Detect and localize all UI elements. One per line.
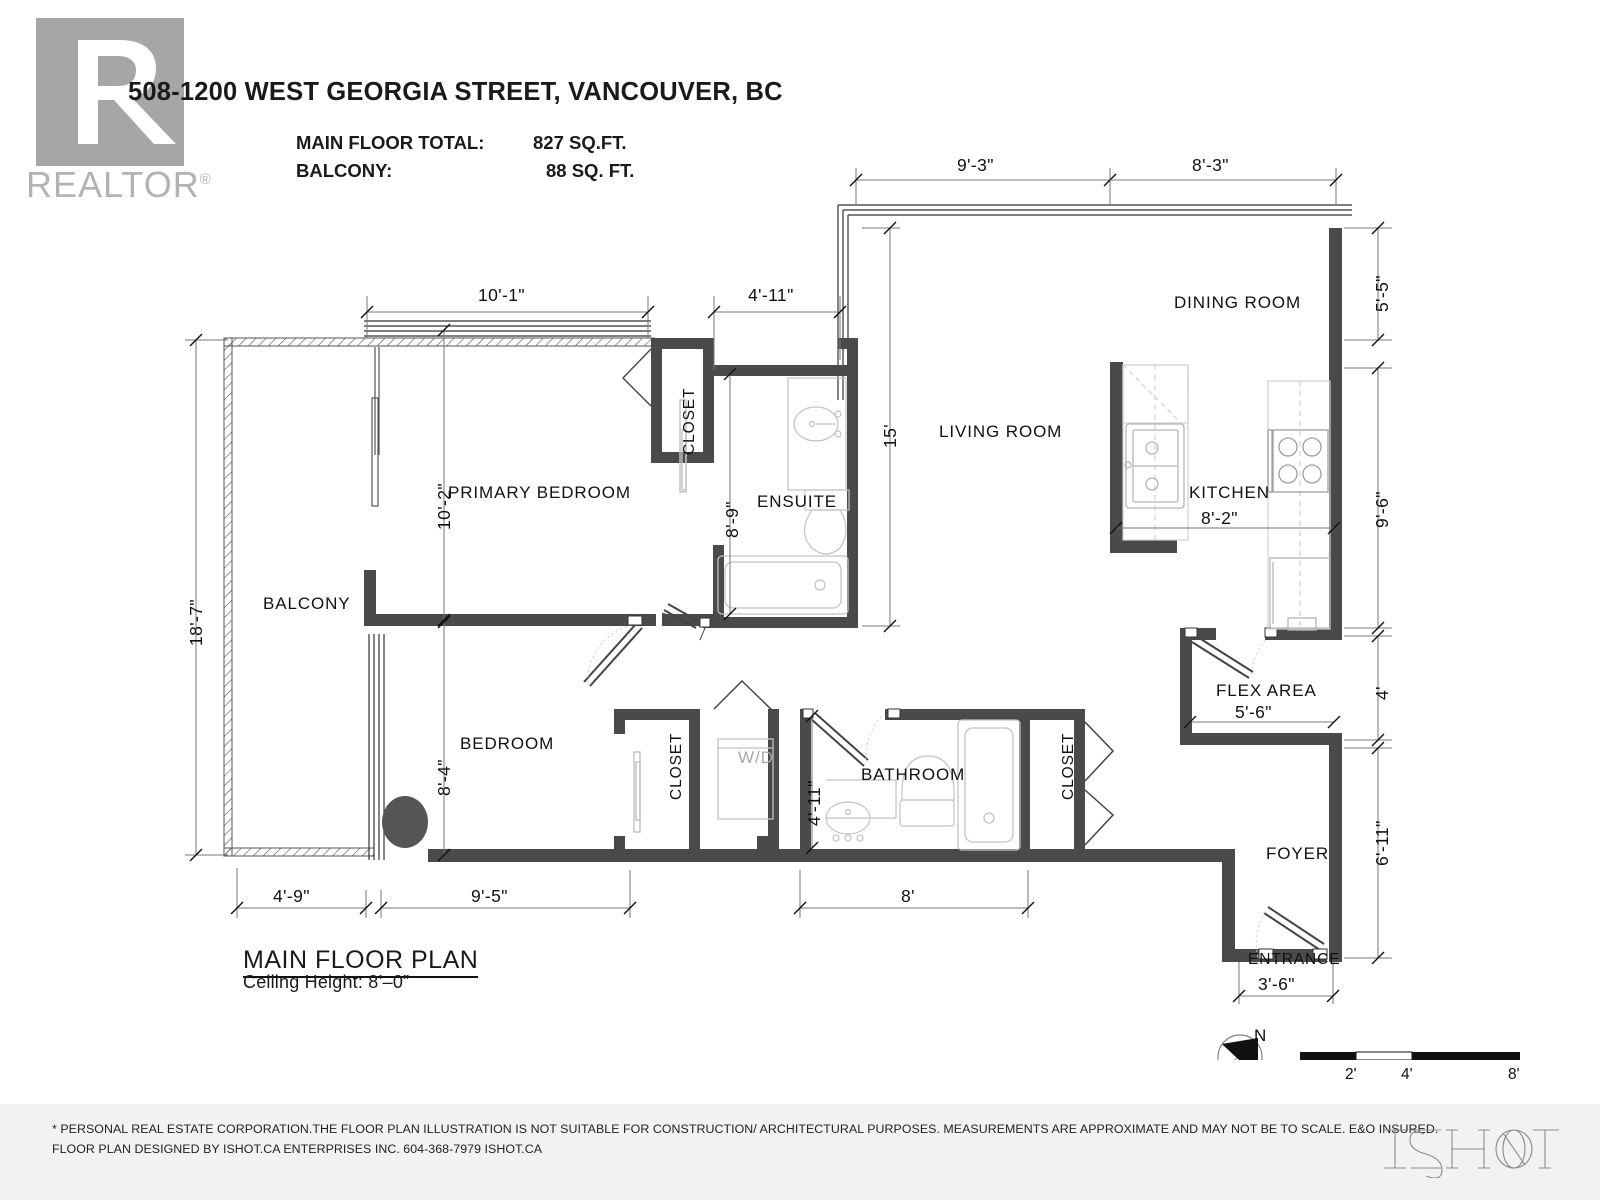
room-label-kitchen: KITCHEN bbox=[1189, 483, 1270, 502]
dim-entrance-width: 3'-6" bbox=[1258, 974, 1295, 994]
dim-right-kitchen: 9'-6" bbox=[1372, 491, 1392, 528]
dim-flex-width: 5'-6" bbox=[1235, 702, 1272, 722]
ensuite-sink-icon bbox=[787, 377, 847, 491]
footer-disclaimer: * PERSONAL REAL ESTATE CORPORATION.THE F… bbox=[52, 1122, 1439, 1136]
kitchen-range-icon bbox=[1267, 429, 1329, 493]
ishot-logo bbox=[1384, 1129, 1559, 1178]
dim-top-dining: 8'-3" bbox=[1192, 155, 1229, 175]
scale-tick-8ft: 8' bbox=[1508, 1066, 1520, 1083]
balcony-slider-primary bbox=[371, 347, 380, 507]
dim-bottom-bath: 8' bbox=[901, 886, 915, 906]
window-wall-bedroom bbox=[368, 634, 385, 860]
room-label-closet-hall: CLOSET bbox=[1060, 732, 1077, 800]
footer-bar bbox=[0, 1104, 1600, 1200]
balcony-total-label: BALCONY: bbox=[296, 160, 393, 181]
room-label-primary-bedroom: PRIMARY BEDROOM bbox=[448, 483, 631, 502]
bedroom-column bbox=[382, 796, 428, 848]
main-floor-total-value: 827 SQ.FT. bbox=[533, 132, 627, 153]
realtor-r-icon bbox=[78, 40, 176, 144]
page-title: 508-1200 WEST GEORGIA STREET, VANCOUVER,… bbox=[128, 78, 783, 106]
room-label-closet-bedroom: CLOSET bbox=[668, 732, 685, 800]
washer-dryer-icon bbox=[717, 738, 774, 820]
room-label-closet-primary: CLOSET bbox=[681, 387, 698, 455]
scale-bar bbox=[1300, 1051, 1520, 1060]
dim-right-foyer: 6'-11" bbox=[1372, 820, 1392, 866]
north-label: N bbox=[1254, 1026, 1267, 1045]
realtor-logo: REALTOR® bbox=[26, 18, 211, 208]
scale-tick-4ft: 4' bbox=[1401, 1066, 1413, 1083]
balcony-outline bbox=[223, 337, 655, 857]
dim-bath-width: 4'-11" bbox=[804, 780, 824, 826]
door-swing-group bbox=[583, 348, 1325, 958]
north-arrow-icon bbox=[1217, 1034, 1263, 1060]
dim-top-ensuite: 4'-11" bbox=[748, 285, 794, 305]
ensuite-toilet-icon bbox=[803, 489, 850, 555]
kitchen-sink-icon bbox=[1124, 423, 1185, 509]
ensuite-tub-icon bbox=[717, 555, 849, 615]
footer-credit: FLOOR PLAN DESIGNED BY ISHOT.CA ENTERPRI… bbox=[52, 1142, 543, 1156]
scale-tick-2ft: 2' bbox=[1345, 1066, 1357, 1083]
dim-right-top: 5'-5" bbox=[1372, 275, 1392, 312]
dim-ensuite-width: 8'-9" bbox=[722, 501, 742, 538]
dim-left-overall: 18'-7" bbox=[186, 599, 206, 646]
dim-top-primary: 10'-1" bbox=[478, 285, 525, 305]
bathroom-toilet-icon bbox=[899, 755, 955, 827]
window-wall-primary bbox=[364, 320, 651, 337]
kitchen-fridge-icon bbox=[1269, 557, 1331, 631]
dim-living-depth: 15' bbox=[880, 423, 900, 448]
dimension-lines bbox=[185, 168, 1392, 1004]
room-label-flex-area: FLEX AREA bbox=[1216, 681, 1317, 700]
bathroom-sink-icon bbox=[825, 779, 897, 842]
dim-top-living: 9'-3" bbox=[957, 155, 994, 175]
floor-plan-drawing bbox=[185, 168, 1520, 1060]
room-label-bedroom: BEDROOM bbox=[460, 734, 555, 753]
room-label-entrance: ENTRANCE bbox=[1248, 951, 1341, 968]
door-jamb-group bbox=[627, 615, 1328, 960]
main-floor-total-label: MAIN FLOOR TOTAL: bbox=[296, 132, 485, 153]
room-label-washer-dryer: W/D bbox=[738, 748, 774, 767]
room-label-ensuite: ENSUITE bbox=[757, 492, 837, 511]
dim-right-flex: 4' bbox=[1372, 686, 1392, 700]
room-label-living-room: LIVING ROOM bbox=[939, 422, 1063, 441]
bathroom-tub-icon bbox=[957, 719, 1021, 851]
dim-bottom-balcony: 4'-9" bbox=[273, 886, 310, 906]
realtor-wordmark: REALTOR® bbox=[26, 164, 212, 205]
balcony-total-value: 88 SQ. FT. bbox=[546, 160, 635, 181]
plan-ceiling-height: Ceiling Height: 8’–0” bbox=[243, 972, 410, 992]
dim-primary-depth: 10'-2" bbox=[434, 483, 454, 530]
room-label-bathroom: BATHROOM bbox=[861, 765, 966, 784]
kitchen-upper-counter bbox=[1267, 380, 1331, 630]
closet-rod-group bbox=[633, 399, 687, 833]
room-label-foyer: FOYER bbox=[1266, 844, 1330, 863]
plan-title: MAIN FLOOR PLAN bbox=[243, 946, 479, 978]
kitchen-counter-group bbox=[1122, 364, 1189, 541]
room-label-balcony: BALCONY bbox=[263, 594, 351, 613]
dim-kitchen-width: 8'-2" bbox=[1201, 508, 1238, 528]
room-label-dining-room: DINING ROOM bbox=[1174, 293, 1302, 312]
dim-bottom-bedroom: 9'-5" bbox=[471, 886, 508, 906]
dim-bedroom-depth: 8'-4" bbox=[434, 759, 454, 796]
